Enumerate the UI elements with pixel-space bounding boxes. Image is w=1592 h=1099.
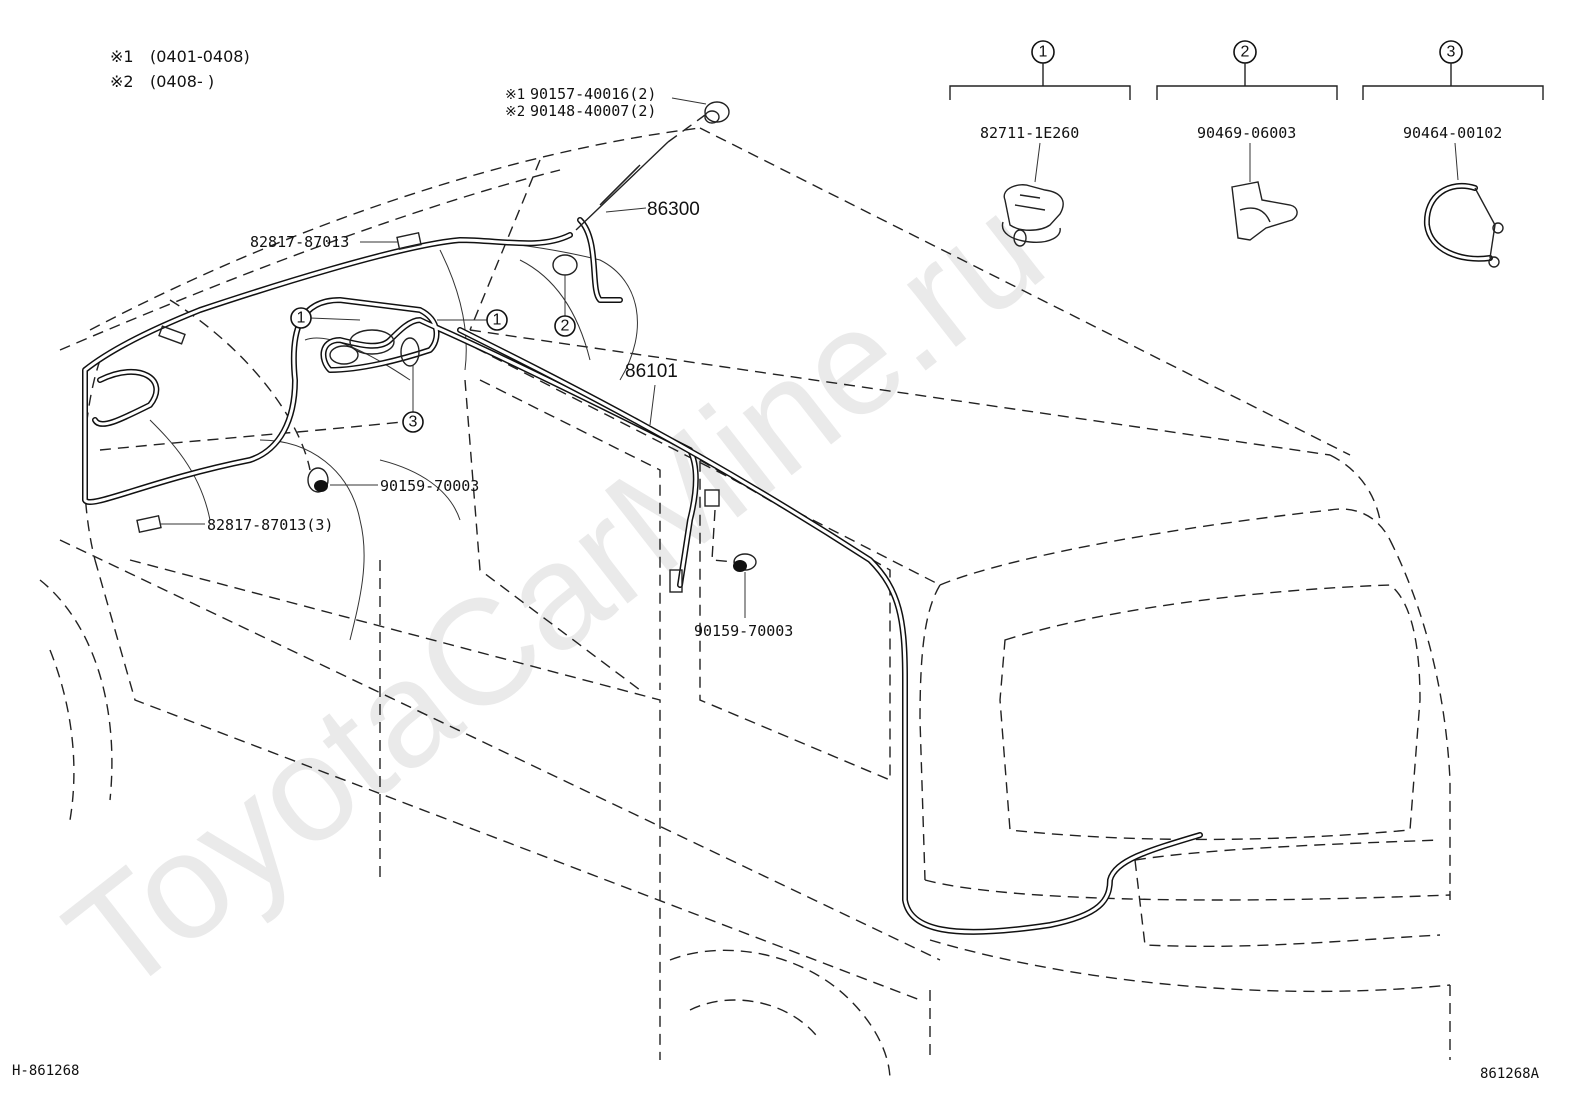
key-number-3: 3 bbox=[1447, 44, 1456, 61]
screw-right-part-number: 90159-70003 bbox=[694, 622, 793, 640]
footer-right-code: 861268A bbox=[1480, 1066, 1540, 1082]
clip-90469-icon bbox=[1231, 181, 1298, 241]
screw-left-icon bbox=[307, 467, 329, 493]
harness-clips bbox=[329, 329, 420, 367]
key-number-2: 2 bbox=[1241, 44, 1250, 61]
clip-ref-2-number: 2 bbox=[561, 318, 570, 335]
vehicle-outline bbox=[39, 127, 1451, 1081]
antenna-part-number: 86300 bbox=[647, 199, 700, 220]
bolt-a-part-1: 90157-40016(2) bbox=[530, 85, 656, 103]
footer-left-code: H-861268 bbox=[12, 1063, 79, 1079]
legend-range-1: (0401-0408) bbox=[150, 47, 250, 66]
wire-harness bbox=[82, 217, 1203, 935]
clip-82711-icon bbox=[1001, 184, 1064, 247]
clip-ref-1a-number: 1 bbox=[297, 310, 306, 327]
screw-right-icon bbox=[733, 553, 757, 572]
cord-part-number: 86101 bbox=[625, 361, 678, 382]
clip-ref-1b-number: 1 bbox=[493, 312, 502, 329]
clip-ref-2 bbox=[554, 315, 576, 337]
legend-mark-2: ※2 bbox=[110, 72, 134, 91]
screw-left-part-number: 90159-70003 bbox=[380, 477, 479, 495]
antenna bbox=[552, 101, 730, 276]
clip-ref-1b bbox=[486, 309, 508, 331]
bolt-a-mark-2: ※2 bbox=[505, 104, 525, 120]
label-bottom-part-number: 82817-87013(3) bbox=[207, 516, 333, 534]
bolt-a-part-2: 90148-40007(2) bbox=[530, 102, 656, 120]
callouts: ※1 90157-40016(2) ※2 90148-40007(2) 8630… bbox=[160, 85, 793, 640]
antenna-bolt-icon bbox=[704, 101, 730, 124]
key-part-2: 90469-06003 bbox=[1197, 124, 1296, 142]
label-plate-top bbox=[396, 232, 422, 250]
legend-range-2: (0408- ) bbox=[150, 72, 214, 91]
key-part-1: 82711-1E260 bbox=[980, 124, 1079, 142]
label-top-part-number: 82817-87013 bbox=[250, 233, 349, 251]
cable-tie-icon bbox=[1423, 182, 1504, 268]
clip-ref-3-number: 3 bbox=[409, 414, 418, 431]
legend-mark-1: ※1 bbox=[110, 47, 134, 66]
parts-key: 1 82711-1E260 2 90469-06003 3 90464-0010… bbox=[949, 40, 1544, 268]
key-part-3: 90464-00102 bbox=[1403, 124, 1502, 142]
legend: ※1 (0401-0408) ※2 (0408- ) bbox=[110, 47, 250, 91]
bolt-a-mark-1: ※1 bbox=[505, 87, 525, 103]
label-plate-bottom bbox=[136, 515, 162, 533]
clip-ref-3 bbox=[402, 411, 424, 433]
watermark: ToyotaCarMine.ru bbox=[36, 164, 1072, 1025]
key-number-1: 1 bbox=[1039, 44, 1048, 61]
clip-ref-1a bbox=[290, 307, 312, 329]
